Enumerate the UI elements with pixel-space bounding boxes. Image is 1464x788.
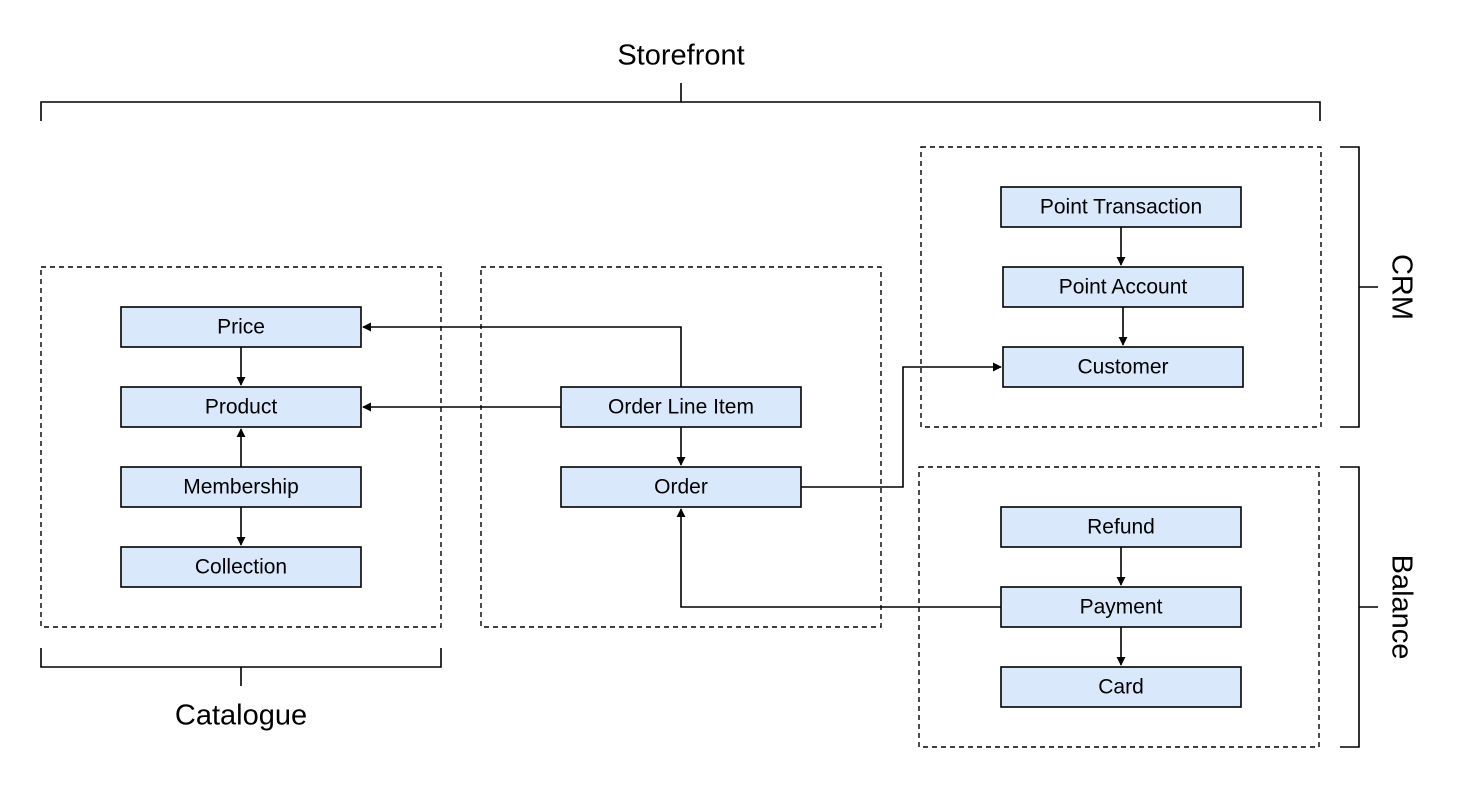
catalogue-group [40, 266, 442, 628]
node-order-label: Order [654, 476, 708, 499]
node-payment-label: Payment [1080, 596, 1163, 619]
node-collection[interactable]: Collection [120, 546, 362, 588]
catalogue-bracket [40, 648, 442, 686]
node-customer-label: Customer [1077, 356, 1168, 379]
node-point-transaction[interactable]: Point Transaction [1000, 186, 1242, 228]
edge-order-customer [801, 362, 1002, 488]
node-card[interactable]: Card [1000, 666, 1242, 708]
node-refund[interactable]: Refund [1000, 506, 1242, 548]
node-customer[interactable]: Customer [1002, 346, 1244, 388]
node-payment[interactable]: Payment [1000, 586, 1242, 628]
node-card-label: Card [1098, 676, 1144, 699]
storefront-label: Storefront [617, 40, 744, 72]
storefront-bracket [40, 83, 1321, 121]
node-product-label: Product [205, 396, 278, 419]
node-membership-label: Membership [183, 476, 299, 499]
catalogue-label: Catalogue [175, 700, 307, 732]
node-price[interactable]: Price [120, 306, 362, 348]
balance-label: Balance [1385, 555, 1417, 660]
crm-bracket [1340, 146, 1378, 428]
node-point-account[interactable]: Point Account [1002, 266, 1244, 308]
node-order-line-item-label: Order Line Item [608, 396, 754, 419]
balance-bracket [1340, 466, 1378, 748]
crm-label: CRM [1385, 254, 1417, 320]
node-point-transaction-label: Point Transaction [1040, 196, 1202, 219]
node-membership[interactable]: Membership [120, 466, 362, 508]
node-order-line-item[interactable]: Order Line Item [560, 386, 802, 428]
node-product[interactable]: Product [120, 386, 362, 428]
crm-group [920, 146, 1322, 428]
node-refund-label: Refund [1087, 516, 1155, 539]
order-group [480, 266, 882, 628]
node-point-account-label: Point Account [1059, 276, 1188, 299]
edge-orderlineitem-price [362, 322, 682, 387]
node-price-label: Price [217, 316, 265, 339]
node-collection-label: Collection [195, 556, 287, 579]
edge-payment-order [676, 508, 1001, 608]
node-order[interactable]: Order [560, 466, 802, 508]
